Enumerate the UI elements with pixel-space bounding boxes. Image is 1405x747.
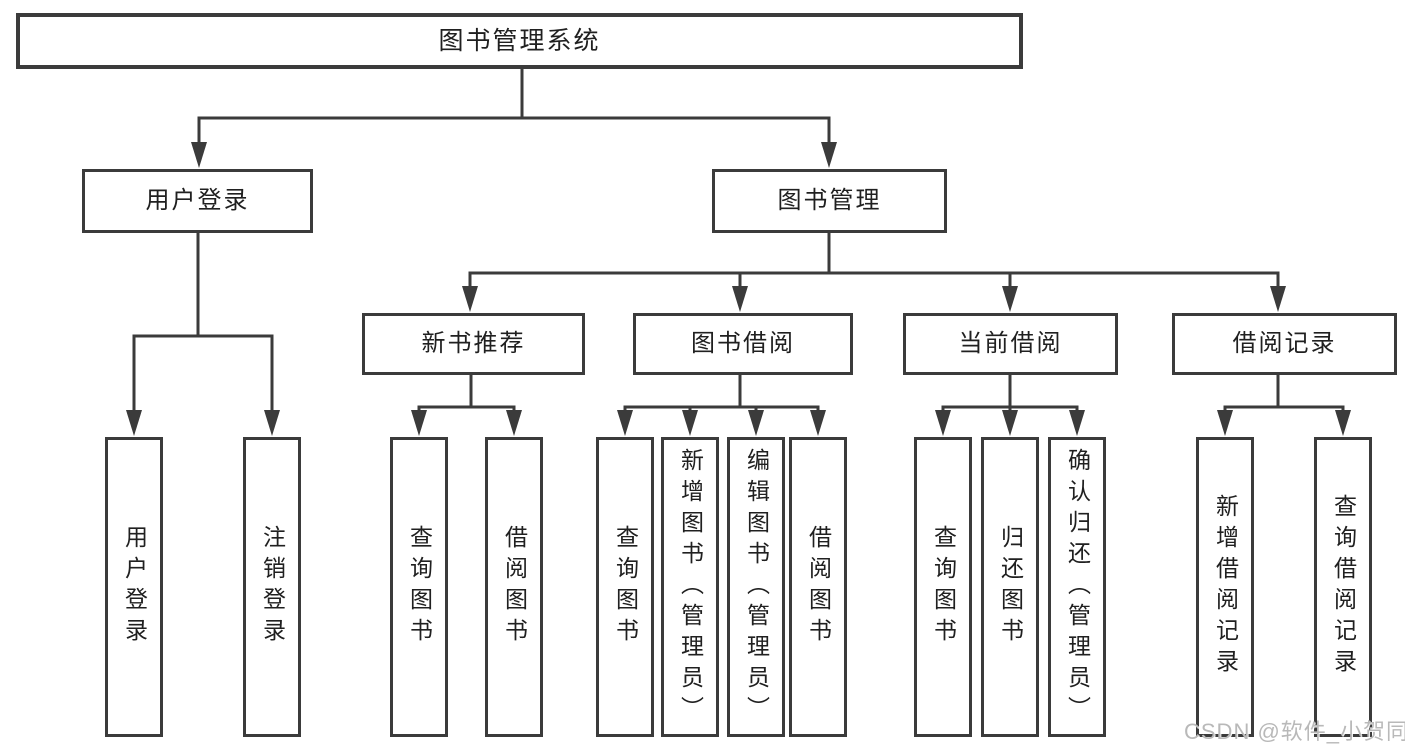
leaf-confirm-return-admin: 确认归还（管理员） [1048,437,1106,737]
node-borrowing-records: 借阅记录 [1172,313,1397,375]
node-user-login: 用户登录 [82,169,313,233]
node-library-management-system: 图书管理系统 [16,13,1023,69]
leaf-add-book-admin: 新增图书（管理员） [661,437,719,737]
leaf-add-borrow-record: 新增借阅记录 [1196,437,1254,737]
node-book-borrowing: 图书借阅 [633,313,853,375]
node-current-borrowing: 当前借阅 [903,313,1118,375]
leaf-borrow-books-recommend: 借阅图书 [485,437,543,737]
leaf-logout: 注销登录 [243,437,301,737]
leaf-query-books-borrow: 查询图书 [596,437,654,737]
leaf-query-borrow-record: 查询借阅记录 [1314,437,1372,737]
leaf-return-book: 归还图书 [981,437,1039,737]
leaf-borrow-books-borrow: 借阅图书 [789,437,847,737]
leaf-user-login: 用户登录 [105,437,163,737]
leaf-edit-book-admin: 编辑图书（管理员） [727,437,785,737]
leaf-query-books-current: 查询图书 [914,437,972,737]
leaf-query-books-recommend: 查询图书 [390,437,448,737]
node-book-management: 图书管理 [712,169,947,233]
node-new-book-recommendation: 新书推荐 [362,313,585,375]
watermark: CSDN @软件_小贺同学 [1184,719,1405,744]
